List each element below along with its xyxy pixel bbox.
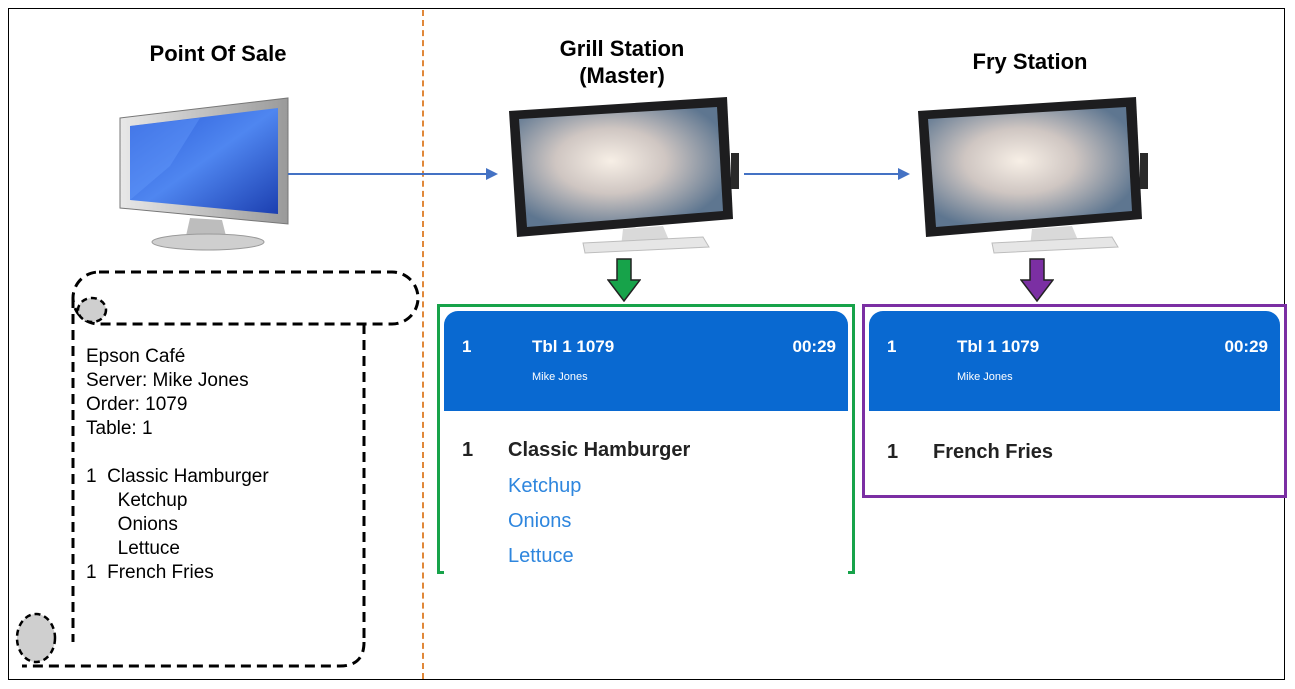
receipt-line: 1 Classic Hamburger bbox=[86, 466, 269, 487]
grill-title: Grill Station (Master) bbox=[512, 35, 732, 89]
grill-ticket: 1 Tbl 1 1079 00:29 Mike Jones 1 Classic … bbox=[437, 304, 855, 580]
ticket-table: Tbl 1 1079 bbox=[957, 337, 1040, 356]
ticket-timer: 00:29 bbox=[1224, 337, 1268, 356]
ticket-item: 1 French Fries bbox=[869, 441, 1280, 477]
receipt-line: Server: Mike Jones bbox=[86, 370, 249, 391]
receipt-line: Ketchup bbox=[86, 490, 188, 511]
grill-title-line2: (Master) bbox=[579, 63, 665, 88]
receipt-line: Table: 1 bbox=[86, 418, 153, 439]
fry-ticket-header: 1 Tbl 1 1079 00:29 Mike Jones bbox=[869, 311, 1280, 411]
item-modifier: Ketchup bbox=[444, 475, 848, 510]
receipt-line: Lettuce bbox=[86, 538, 180, 559]
pos-monitor-icon bbox=[119, 97, 289, 251]
grill-down-arrow bbox=[607, 258, 641, 302]
grill-ticket-header: 1 Tbl 1 1079 00:29 Mike Jones bbox=[444, 311, 848, 411]
fry-title: Fry Station bbox=[972, 49, 1088, 74]
receipt-text: Epson Café Server: Mike Jones Order: 107… bbox=[86, 345, 269, 585]
ticket-server: Mike Jones bbox=[957, 371, 1013, 383]
item-modifier: Lettuce bbox=[444, 545, 848, 580]
item-modifier: Onions bbox=[444, 510, 848, 545]
fry-down-arrow bbox=[1020, 258, 1054, 302]
modifier-label: Onions bbox=[508, 510, 572, 532]
item-qty: 1 bbox=[887, 441, 899, 463]
section-divider bbox=[422, 10, 424, 679]
item-name: Classic Hamburger bbox=[508, 439, 691, 461]
receipt-scroll bbox=[15, 270, 420, 668]
pos-title: Point Of Sale bbox=[149, 41, 287, 66]
modifier-label: Ketchup bbox=[508, 475, 582, 497]
ticket-number: 1 bbox=[462, 337, 472, 356]
receipt-line: Onions bbox=[86, 514, 178, 535]
pos-to-grill-arrow bbox=[288, 168, 498, 180]
receipt-line bbox=[86, 441, 269, 465]
grill-to-fry-arrow bbox=[744, 168, 910, 180]
fry-monitor-icon bbox=[918, 97, 1148, 254]
modifier-label: Lettuce bbox=[508, 545, 574, 567]
ticket-timer: 00:29 bbox=[792, 337, 836, 356]
ticket-table: Tbl 1 1079 bbox=[532, 337, 615, 356]
receipt-line: Epson Café bbox=[86, 346, 186, 367]
ticket-item: 1 Classic Hamburger bbox=[444, 439, 848, 475]
item-qty: 1 bbox=[462, 439, 474, 461]
grill-monitor-icon bbox=[509, 97, 739, 254]
item-name: French Fries bbox=[933, 441, 1054, 463]
ticket-server: Mike Jones bbox=[532, 371, 588, 383]
grill-title-line1: Grill Station bbox=[559, 36, 685, 61]
receipt-line: 1 French Fries bbox=[86, 562, 214, 583]
fry-ticket: 1 Tbl 1 1079 00:29 Mike Jones 1 French F… bbox=[862, 304, 1287, 498]
receipt-line: Order: 1079 bbox=[86, 394, 188, 415]
ticket-number: 1 bbox=[887, 337, 897, 356]
